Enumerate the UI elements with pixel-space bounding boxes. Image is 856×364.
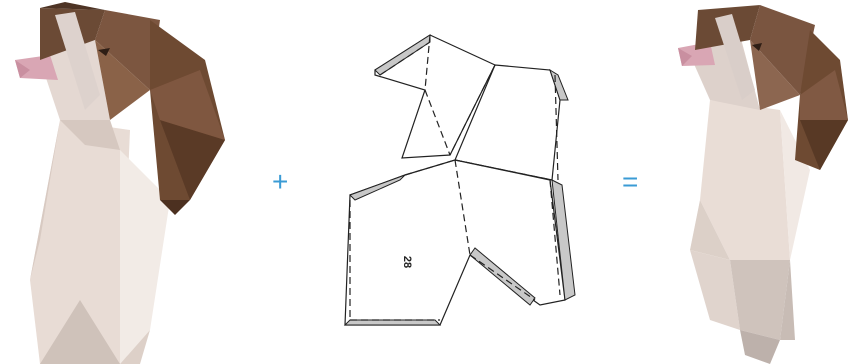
papercraft-template: 28 [330, 30, 600, 340]
equals-sign: = [622, 168, 638, 196]
plus-sign: + [272, 168, 288, 196]
part-number-label: 28 [401, 256, 413, 268]
dog-head-left-image [0, 0, 240, 364]
dog-head-right-image [670, 0, 856, 364]
